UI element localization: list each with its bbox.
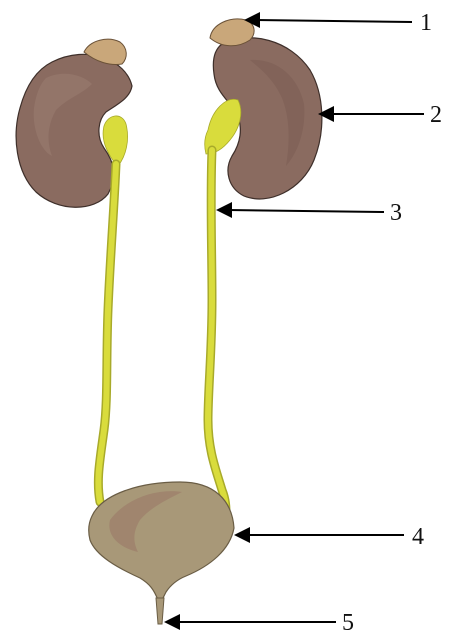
callout-arrow-3 xyxy=(216,202,384,218)
callout-number-1: 1 xyxy=(420,10,432,36)
callout-number-5: 5 xyxy=(342,610,354,636)
callout-number-2: 2 xyxy=(430,102,442,128)
urinary-bladder xyxy=(89,482,234,600)
left-ureter xyxy=(98,164,116,502)
callout-arrow-2 xyxy=(318,106,424,122)
callout-arrow-1 xyxy=(244,12,412,28)
right-ureter xyxy=(208,150,226,514)
callout-number-3: 3 xyxy=(390,200,402,226)
right-adrenal-gland xyxy=(210,19,254,46)
callout-arrow-5 xyxy=(164,614,336,630)
right-renal-pelvis xyxy=(205,99,241,154)
callout-arrow-4 xyxy=(234,527,404,543)
urethra xyxy=(156,598,164,624)
callout-number-4: 4 xyxy=(412,524,424,550)
